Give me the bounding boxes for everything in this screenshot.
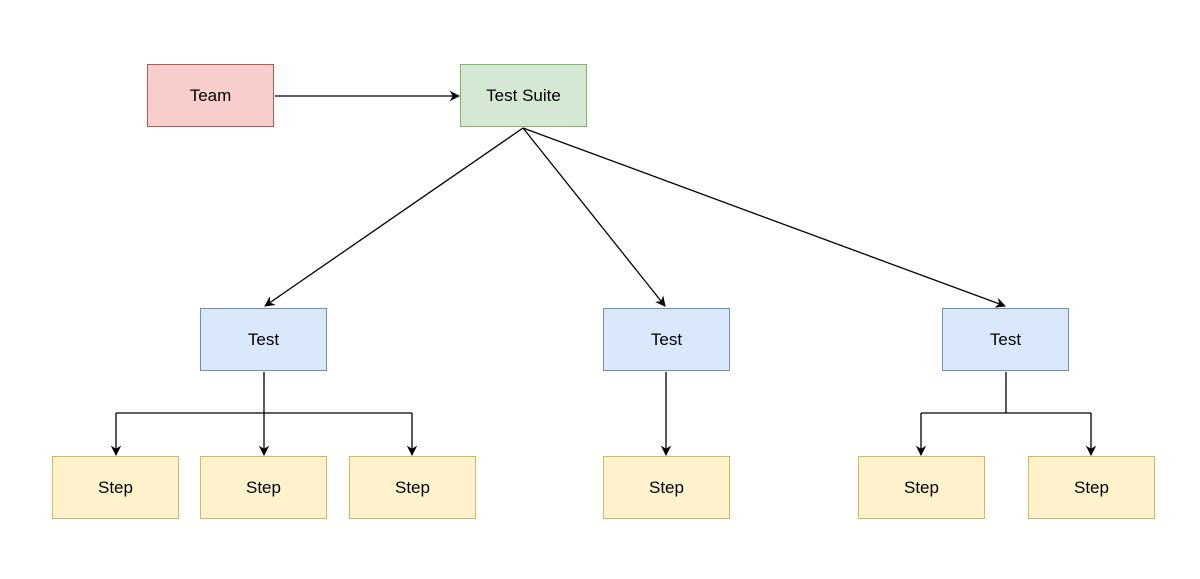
step-node-2[interactable]: Step [200,456,327,519]
edge-test-1-trunk [116,372,412,414]
team-node[interactable]: Team [147,64,274,127]
team-label: Team [189,85,232,105]
edge-suite-to-test-3 [522,127,1006,308]
test-suite-node[interactable]: Test Suite [460,64,587,127]
test-suite-label: Test Suite [486,85,561,105]
test-label: Test [247,329,280,349]
test-node-2[interactable]: Test [603,308,730,371]
step-node-1[interactable]: Step [52,456,179,519]
step-node-3[interactable]: Step [349,456,476,519]
edge-suite-to-test-1 [264,127,524,307]
step-label: Step [1074,477,1109,497]
step-label: Step [904,477,939,497]
step-label: Step [98,477,133,497]
step-node-6[interactable]: Step [1028,456,1155,519]
test-node-1[interactable]: Test [200,308,327,371]
step-node-5[interactable]: Step [858,456,985,519]
test-label: Test [650,329,683,349]
test-label: Test [989,329,1022,349]
edge-test-3-trunk [921,372,1091,414]
step-label: Step [395,477,430,497]
step-label: Step [649,477,684,497]
step-label: Step [246,477,281,497]
test-node-3[interactable]: Test [942,308,1069,371]
step-node-4[interactable]: Step [603,456,730,519]
edge-suite-to-test-2 [522,127,666,307]
